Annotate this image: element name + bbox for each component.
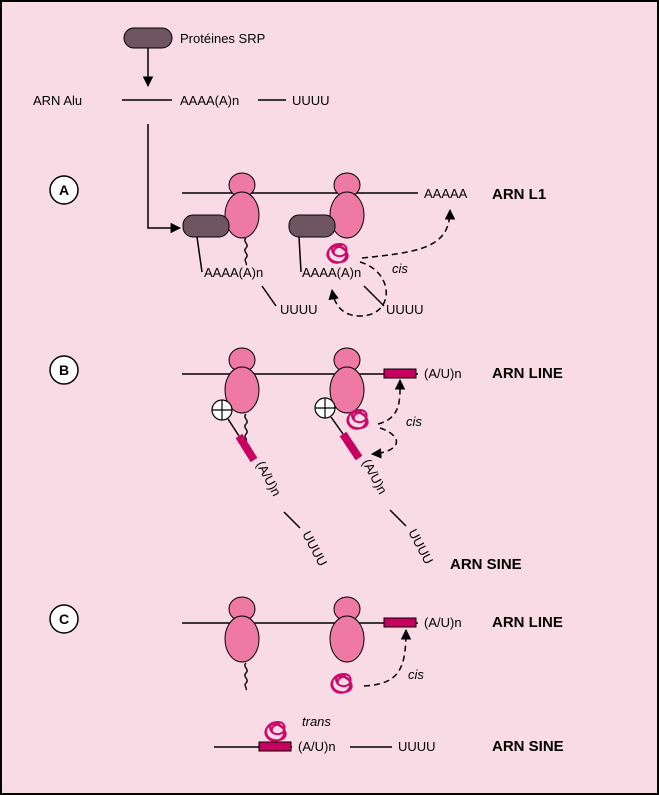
sine-strand-b-right-top <box>330 416 344 435</box>
ribosome-c-left <box>224 596 260 663</box>
srp-proteins-label: Protéines SRP <box>180 31 265 46</box>
panel-a-marker: A <box>59 182 69 198</box>
arn-sine-label-b: ARN SINE <box>450 556 522 573</box>
c-uuuu: UUUU <box>398 739 436 754</box>
arn-line-label-c: ARN LINE <box>492 614 563 631</box>
panel-a-marker-circle <box>49 175 79 205</box>
panel-c-marker-circle <box>49 604 79 634</box>
panel-b-marker-circle <box>49 355 79 385</box>
b-au-top: (A/U)n <box>424 366 462 381</box>
ribosome-b-right <box>329 347 365 414</box>
cis-label-a: cis <box>392 261 408 276</box>
arn-sine-label-c: ARN SINE <box>492 738 564 755</box>
cis-arrow-b-down <box>370 427 398 459</box>
arn-line-label-b: ARN LINE <box>492 365 563 382</box>
cis-arrow-a-up <box>361 208 456 259</box>
panel-b-marker: B <box>59 362 69 378</box>
cis-arrow-c <box>363 628 412 687</box>
l1-tail-label: AAAAA <box>424 186 468 201</box>
arn-alu-label: ARN Alu <box>33 93 82 108</box>
cis-label-b: cis <box>406 414 422 429</box>
orf-protein-b-right <box>314 397 336 419</box>
cis-label-c: cis <box>408 667 424 682</box>
orf-protein-b-left <box>211 399 233 421</box>
a-uuuu-left: UUUU <box>280 302 318 317</box>
arn-l1-label: ARN L1 <box>492 186 546 203</box>
srp-protein-legend-icon <box>123 27 173 49</box>
panel-c-marker: C <box>59 611 69 627</box>
alu-tether-a-left <box>196 236 203 273</box>
alu-to-l1-arrow <box>147 124 182 234</box>
au-bar-b-top <box>383 368 417 379</box>
c-au-bottom: (A/U)n <box>298 739 336 754</box>
alu-uuuu-label: UUUU <box>292 93 330 108</box>
sine-strand-b-left-top <box>227 418 240 437</box>
srp-protein-a-left <box>182 214 230 238</box>
ribosome-c-right <box>329 596 365 663</box>
trans-label: trans <box>302 714 331 729</box>
a-uuuu-right: UUUU <box>386 302 424 317</box>
au-bar-c-bottom <box>258 741 292 752</box>
au-bar-b-right <box>339 431 363 461</box>
c-au-top: (A/U)n <box>424 615 462 630</box>
cis-arrow-a-loop <box>328 261 387 317</box>
a-linker-right <box>363 285 385 307</box>
cis-arrow-b-up <box>377 378 406 425</box>
a-polya-right: AAAA(A)n <box>302 265 361 280</box>
alu-polya-label: AAAA(A)n <box>180 93 239 108</box>
srp-protein-a-right <box>288 214 336 238</box>
au-bar-c-top <box>383 617 417 628</box>
a-polya-left: AAAA(A)n <box>204 265 263 280</box>
sine-linker-b-left <box>283 511 301 529</box>
sine-linker-b-right <box>389 509 407 527</box>
ribosome-a-left <box>224 172 260 239</box>
au-bar-b-left <box>235 433 258 463</box>
a-linker-left <box>261 285 277 307</box>
alu-tether-a-right <box>298 236 302 273</box>
